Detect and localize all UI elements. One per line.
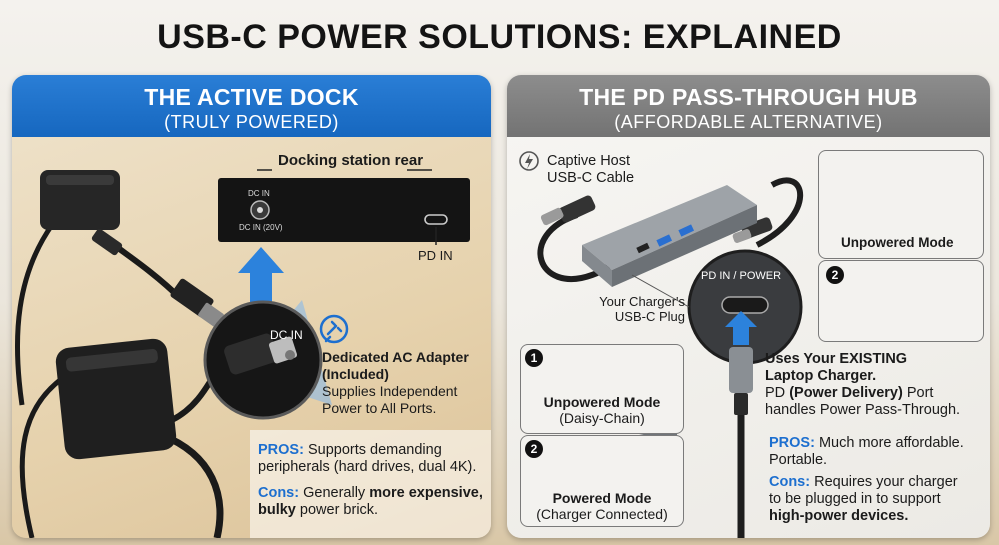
cons-bold: high-power devices. <box>769 508 909 524</box>
pd-hub-cons: Cons: Requires your charger to be plugge… <box>769 474 958 525</box>
cons-text-2: to be plugged in to support <box>769 491 941 507</box>
cons-text-1: Requires your charger <box>814 474 958 490</box>
dock-dc-in-20v-label: DC IN (20V) <box>239 223 283 232</box>
pros-text-1: Much more affordable. <box>818 435 964 451</box>
pd-bold: (Power Delivery) <box>789 385 903 401</box>
pros-label: PROS: <box>769 435 815 451</box>
adapter-title-line-2: (Included) <box>322 366 389 382</box>
captive-line-1: Captive Host <box>547 153 631 169</box>
cons-bold-2: bulky <box>258 502 296 518</box>
unpowered-mode-title: Unpowered Mode <box>543 394 661 410</box>
active-dock-pros: PROS: Supports demanding peripherals (ha… <box>258 442 476 476</box>
pd-text-2: Port <box>906 385 934 401</box>
charger-power-arrow <box>725 311 757 345</box>
hdmi-plug <box>170 278 224 328</box>
powered-mode-box: 2 Powered Mode (Charger Connected) <box>520 435 684 527</box>
pros-text-2: peripherals (hard drives, dual 4K). <box>258 459 477 475</box>
inset-unpowered-label: Unpowered Mode <box>841 235 954 250</box>
lightning-icon <box>519 151 539 171</box>
charger-usb-c-plug <box>729 347 753 538</box>
captive-cable-label: Captive Host USB-C Cable <box>547 153 634 187</box>
zoom-dc-in-label: DC IN <box>270 328 303 342</box>
dock-caption: Docking station rear <box>278 152 424 169</box>
adapter-desc-line-2: Power to All Ports. <box>322 400 437 416</box>
cons-label: Cons: <box>258 485 300 501</box>
powered-mode-caption: Powered Mode (Charger Connected) <box>521 490 683 522</box>
dock-pd-in-label: PD IN <box>418 248 453 263</box>
pd-hub-pros: PROS: Much more affordable. Portable. <box>769 435 964 469</box>
cons-text-1: Generally <box>303 485 366 501</box>
docking-station-rear <box>218 169 470 245</box>
inset-powered-box: 2 <box>818 260 984 342</box>
pros-text-2: Portable. <box>769 452 828 468</box>
active-dock-illustration <box>14 169 491 538</box>
cons-text-2: power brick. <box>299 502 379 518</box>
active-dock-header: THE ACTIVE DOCK (TRULY POWERED) <box>12 75 491 137</box>
active-dock-cons: Cons: Generally more expensive, bulky po… <box>258 485 483 519</box>
existing-charger-note: Uses Your EXISTING Laptop Charger. PD (P… <box>765 351 960 419</box>
step-1-badge: 1 <box>525 349 543 367</box>
charger-plug-label: Your Charger's USB-C Plug <box>593 294 685 324</box>
step-2-badge: 2 <box>525 440 543 458</box>
pd-in-port-label: PD IN / POWER <box>701 270 782 282</box>
large-power-brick <box>55 338 177 460</box>
charger-plug-line-2: USB-C Plug <box>614 309 685 324</box>
pros-text-1: Supports demanding <box>307 442 442 458</box>
small-power-brick <box>40 170 123 256</box>
dock-dc-in-label: DC IN <box>248 189 270 198</box>
active-dock-panel: THE ACTIVE DOCK (TRULY POWERED) <box>12 75 491 538</box>
charger-plug-line-1: Your Charger's <box>599 294 685 309</box>
pd-text-3: handles Power Pass-Through. <box>765 402 961 418</box>
adapter-description: Dedicated AC Adapter (Included) Supplies… <box>322 349 469 417</box>
pd-hub-header: THE PD PASS-THROUGH HUB (AFFORDABLE ALTE… <box>507 75 990 137</box>
plug-icon <box>319 314 349 344</box>
dc-in-zoom-circle <box>203 300 323 420</box>
powered-mode-title: Powered Mode <box>552 490 652 506</box>
unpowered-mode-caption: Unpowered Mode (Daisy-Chain) <box>521 394 683 426</box>
pros-label: PROS: <box>258 442 304 458</box>
pd-hub-device <box>582 185 757 287</box>
inset-step-2-badge: 2 <box>826 266 844 284</box>
pd-hub-subheading: (AFFORDABLE ALTERNATIVE) <box>614 112 883 132</box>
cons-bold-1: more expensive, <box>369 485 483 501</box>
active-dock-heading: THE ACTIVE DOCK <box>144 84 359 110</box>
unpowered-mode-sub: (Daisy-Chain) <box>559 410 645 426</box>
active-dock-subheading: (TRULY POWERED) <box>164 112 339 132</box>
page-title: USB-C POWER SOLUTIONS: EXPLAINED <box>157 18 842 56</box>
uses-line-2: Laptop Charger. <box>765 368 877 384</box>
powered-mode-sub: (Charger Connected) <box>536 506 668 522</box>
captive-line-2: USB-C Cable <box>547 170 635 186</box>
adapter-desc-line-1: Supplies Independent <box>322 383 458 399</box>
adapter-title-line-1: Dedicated AC Adapter <box>322 349 469 365</box>
cons-label: Cons: <box>769 474 811 490</box>
uses-line-1: Uses Your EXISTING <box>765 351 908 367</box>
pd-text-1: PD <box>765 385 786 401</box>
inset-unpowered-box: Unpowered Mode <box>818 150 984 259</box>
unpowered-mode-box: 1 Unpowered Mode (Daisy-Chain) <box>520 344 684 434</box>
pd-hub-panel: THE PD PASS-THROUGH HUB (AFFORDABLE ALTE… <box>507 75 990 538</box>
pd-hub-heading: THE PD PASS-THROUGH HUB <box>579 84 918 110</box>
